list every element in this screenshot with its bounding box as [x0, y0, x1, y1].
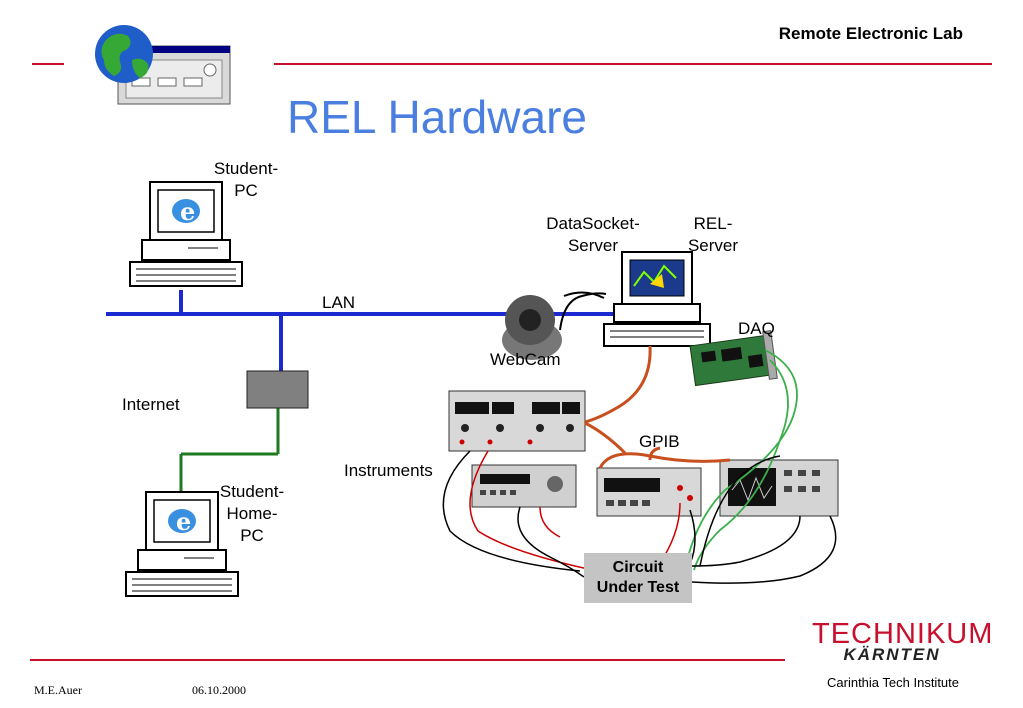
label-gpib: GPIB	[639, 432, 680, 451]
label-home-line3: PC	[240, 526, 264, 545]
function-generator-instrument	[471, 464, 577, 508]
student-pc-computer: e	[129, 181, 243, 287]
footer-author: M.E.Auer	[34, 683, 82, 697]
footer-date: 06.10.2000	[192, 683, 246, 697]
svg-text:e: e	[176, 507, 191, 536]
circuit-under-test-box: Circuit Under Test	[584, 553, 692, 603]
globe-window-icon	[95, 25, 231, 105]
circuit-line2: Under Test	[596, 579, 680, 596]
multimeter-instrument	[596, 467, 702, 517]
label-student-pc-line2: PC	[234, 181, 258, 200]
logo-main-text: TECHNIKUM	[812, 618, 994, 650]
label-student-pc-line1: Student-	[213, 159, 279, 178]
label-datasocket-line2: Server	[567, 236, 619, 255]
svg-text:e: e	[180, 197, 195, 226]
label-rel-server: REL- Server	[675, 213, 751, 257]
circuit-line1: Circuit	[612, 559, 664, 576]
label-home-line1: Student-	[219, 482, 285, 501]
daq-card	[689, 330, 778, 387]
label-student-home-pc: Student- Home- PC	[210, 481, 294, 547]
daq-cables	[684, 349, 798, 571]
student-home-pc-computer: e	[125, 491, 239, 597]
label-internet: Internet	[122, 395, 180, 414]
rel-server-computer	[603, 251, 711, 347]
slide-title: REL Hardware	[287, 91, 587, 143]
label-rel-server-line2: Server	[687, 236, 739, 255]
label-lan: LAN	[322, 293, 356, 312]
label-instruments: Instruments	[344, 461, 433, 480]
logo-caption: Carinthia Tech Institute	[827, 675, 959, 690]
label-rel-server-line1: REL-	[693, 214, 733, 233]
technikum-logo: TECHNIKUM KÄRNTEN	[812, 618, 994, 665]
internet-box	[246, 370, 309, 409]
label-daq: DAQ	[738, 319, 775, 338]
label-datasocket-line1: DataSocket-	[546, 214, 640, 233]
logo-sub-text: KÄRNTEN	[843, 645, 941, 664]
power-supply-instrument	[448, 390, 586, 452]
gpib-cables	[584, 345, 731, 469]
oscilloscope-instrument	[719, 459, 839, 517]
label-student-pc: Student- PC	[200, 158, 292, 202]
header-lab-name: Remote Electronic Lab	[778, 24, 963, 43]
label-webcam: WebCam	[490, 350, 561, 369]
label-home-line2: Home-	[226, 504, 278, 523]
webcam-device	[502, 291, 607, 360]
label-datasocket-server: DataSocket- Server	[532, 213, 654, 257]
